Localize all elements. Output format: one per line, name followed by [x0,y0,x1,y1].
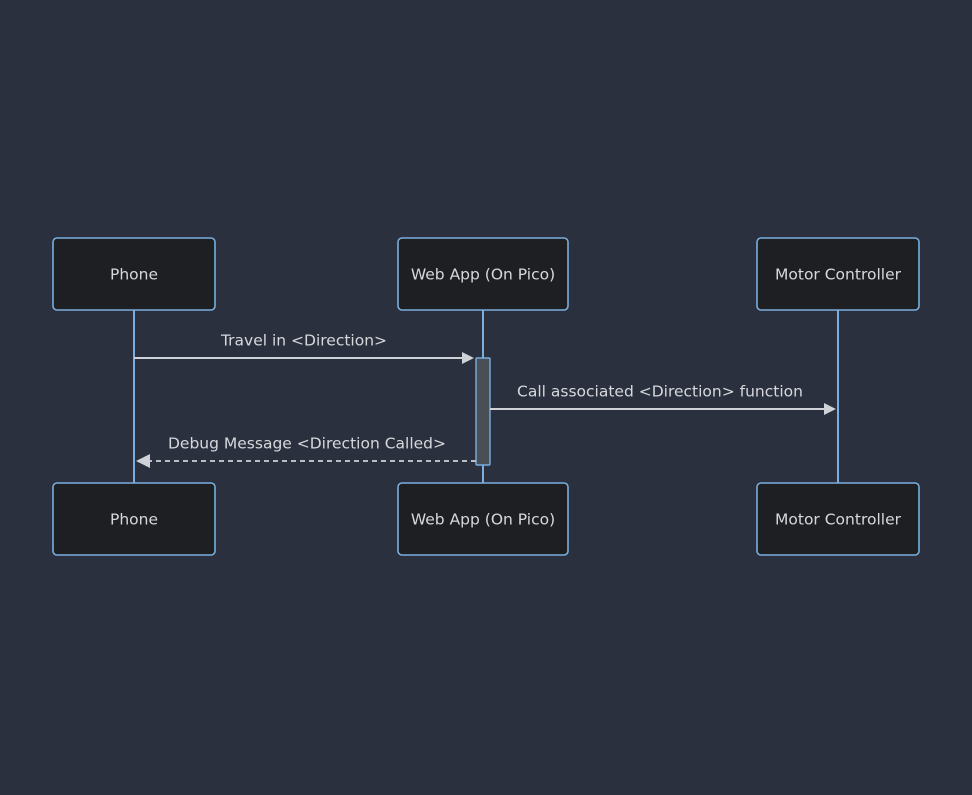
participant-label-phone-top: Phone [110,266,158,284]
participant-box-phone-top[interactable]: Phone [52,237,216,311]
participant-label-motor-bottom: Motor Controller [775,511,902,529]
participant-box-webapp-top[interactable]: Web App (On Pico) [397,237,569,311]
participant-box-phone-bottom[interactable]: Phone [52,482,216,556]
participant-box-motor-top[interactable]: Motor Controller [756,237,920,311]
participant-box-motor-bottom[interactable]: Motor Controller [756,482,920,556]
arrowhead-call-function-icon [824,403,836,415]
participant-box-webapp-bottom[interactable]: Web App (On Pico) [397,482,569,556]
message-label-travel: Travel in <Direction> [220,332,387,350]
participant-rect-phone-bottom [52,482,216,556]
arrowhead-debug-icon [136,454,150,468]
participant-rect-phone-top [52,237,216,311]
participant-rect-webapp-top [397,237,569,311]
participant-rect-webapp-bottom [397,482,569,556]
message-call-associated-function[interactable]: Call associated <Direction> function [490,383,836,416]
message-label-call-function: Call associated <Direction> function [517,383,803,401]
activation-bar-webapp [475,357,491,466]
arrowhead-travel-icon [462,352,474,364]
participant-label-webapp-top: Web App (On Pico) [411,266,555,284]
participant-label-webapp-bottom: Web App (On Pico) [411,511,555,529]
activation-group [475,357,491,466]
message-debug-return[interactable]: Debug Message <Direction Called> [136,435,476,469]
participant-label-motor-top: Motor Controller [775,266,902,284]
participant-boxes-top: Phone Web App (On Pico) Motor Controller [52,237,920,311]
participant-rect-motor-top [756,237,920,311]
message-label-debug: Debug Message <Direction Called> [168,435,446,453]
participant-label-phone-bottom: Phone [110,511,158,529]
participant-boxes-bottom: Phone Web App (On Pico) Motor Controller [52,482,920,556]
messages-group: Travel in <Direction> Call associated <D… [134,332,836,469]
participant-rect-motor-bottom [756,482,920,556]
message-travel-in-direction[interactable]: Travel in <Direction> [134,332,474,365]
